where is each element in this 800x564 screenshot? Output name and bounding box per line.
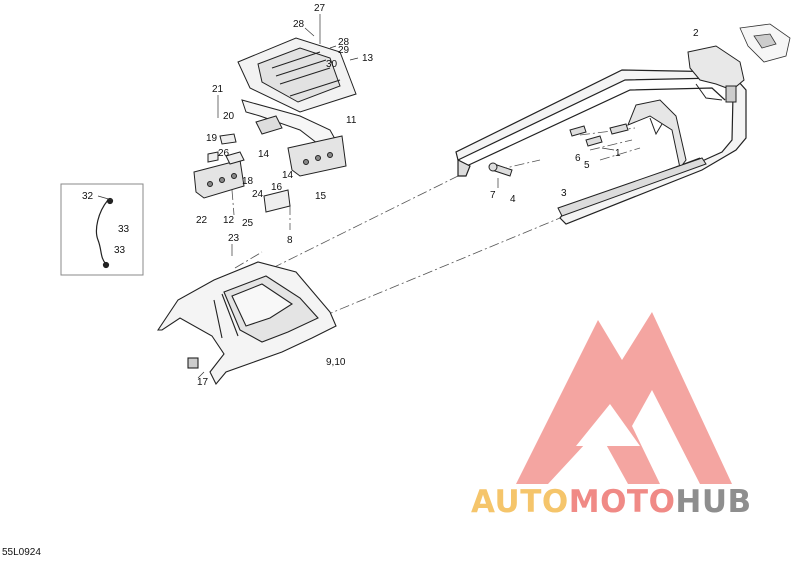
callout-4: 4	[510, 194, 516, 205]
bracket-15	[287, 135, 347, 177]
callout-3: 3	[561, 188, 567, 199]
callout-26: 26	[218, 148, 230, 159]
plate-11	[237, 37, 357, 113]
callout-14a: 14	[258, 149, 270, 160]
callout-21: 21	[212, 84, 224, 95]
callout-19: 19	[206, 133, 218, 144]
callout-16: 16	[271, 182, 283, 193]
callout-6: 6	[575, 153, 581, 164]
callout-12: 12	[223, 215, 235, 226]
brand-part-2: MOTO	[568, 484, 676, 520]
callout-9-10: 9,10	[326, 357, 346, 368]
diagram-code: 55L0924	[2, 547, 41, 558]
callout-20: 20	[223, 111, 235, 122]
autmotohub-logo-mark	[516, 312, 732, 484]
callout-8: 8	[287, 235, 293, 246]
callout-25: 25	[242, 218, 254, 229]
callout-18: 18	[242, 176, 254, 187]
bracket-22	[193, 159, 245, 199]
brand-part-3: HUB	[675, 484, 752, 520]
brand-part-1: AUTO	[471, 484, 569, 520]
callout-30: 30	[326, 59, 338, 70]
callout-17: 17	[197, 377, 209, 388]
callout-15: 15	[315, 191, 327, 202]
callout-27: 27	[314, 3, 326, 14]
part-2-detail	[739, 23, 791, 63]
callout-22: 22	[196, 215, 208, 226]
callout-29: 29	[338, 45, 350, 56]
callout-11: 11	[346, 115, 357, 126]
rear-fender-9-10	[156, 261, 337, 385]
frame-bracket	[627, 99, 687, 170]
callout-leaders	[97, 14, 615, 379]
cable-33	[95, 197, 114, 269]
callout-32: 32	[82, 191, 94, 202]
callout-5: 5	[584, 160, 590, 171]
callout-28a: 28	[293, 19, 305, 30]
part-3-rail	[557, 157, 707, 217]
autmotohub-wordmark: AUTOMOTOHUB	[471, 484, 752, 520]
callout-14b: 14	[282, 170, 294, 181]
callout-28b: 28	[338, 37, 350, 48]
callout-7: 7	[490, 190, 496, 201]
callout-24: 24	[252, 189, 264, 200]
callouts: 1 2 3 4 5 6 7 8 9,10 11 12 13 14 14 15 1…	[82, 3, 699, 388]
callout-23: 23	[228, 233, 240, 244]
callout-33b: 33	[114, 245, 126, 256]
inset-box	[60, 183, 144, 276]
callout-2: 2	[693, 28, 699, 39]
callout-33a: 33	[118, 224, 130, 235]
small-parts	[207, 133, 291, 213]
callout-1: 1	[615, 148, 621, 159]
callout-13: 13	[362, 53, 374, 64]
part-2-cap	[687, 45, 745, 103]
bolts	[488, 123, 629, 177]
